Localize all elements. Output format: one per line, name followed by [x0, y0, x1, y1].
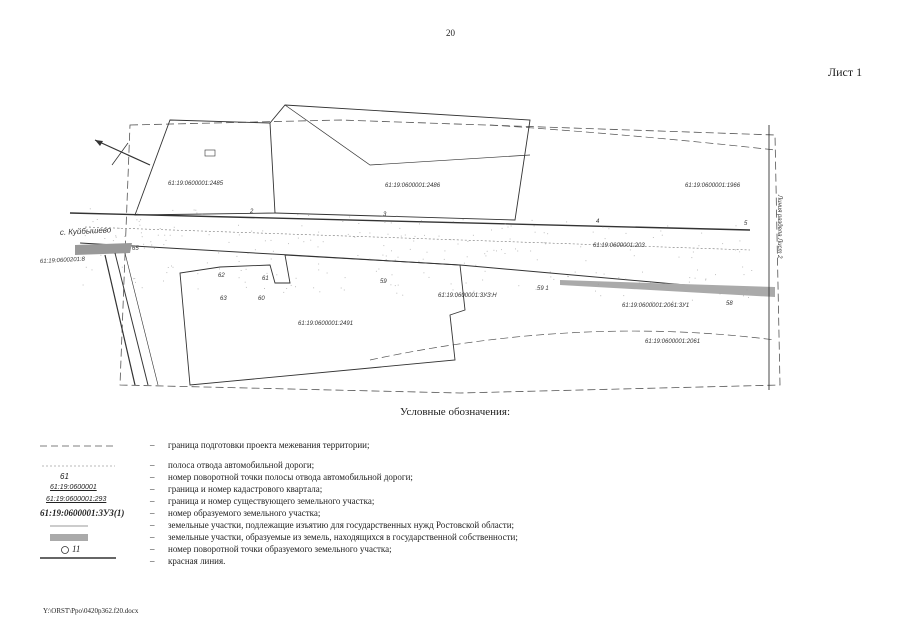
legend-text-9: номер поворотной точки образуемого земел…: [168, 544, 392, 554]
legend-row-road-strip: – полоса отвода автомобильной дороги;: [40, 460, 640, 472]
point-60: 60: [258, 296, 265, 302]
point-63: 63: [220, 296, 227, 302]
legend-text-4: граница и номер кадастрового квартала;: [168, 484, 323, 494]
legend-row-red-line: – красная линия.: [40, 556, 640, 568]
vertical-street-c: [124, 252, 159, 386]
gray-fill-strip: [560, 280, 775, 297]
terrain-speckle: [80, 208, 753, 304]
quarter-boundary-lower: [369, 330, 776, 361]
legend-text-8: земельные участки, образуемые из земель,…: [168, 532, 518, 542]
symbol-red-line: [40, 557, 116, 559]
page-number: 20: [446, 28, 455, 38]
legend-row-state: – земельные участки, образуемые из земел…: [40, 532, 640, 544]
symbol-road-point: 61: [60, 472, 69, 481]
project-boundary: [119, 119, 781, 394]
parcel-label-2491: 61:19:0600001:2491: [298, 321, 353, 327]
vertical-street-a: [104, 254, 136, 386]
point-5: 5: [744, 221, 748, 227]
parcel-2485-outline: [134, 119, 276, 216]
legend-dash: –: [150, 520, 155, 530]
parcel-2491-outline: [179, 254, 466, 386]
legend-text-3: номер поворотной точки полосы отвода авт…: [168, 472, 413, 482]
parcel-label-3u3: 61:19:0600001:3УЗ:Н: [438, 293, 497, 299]
legend-row-new-point: 11 – номер поворотной точки образуемого …: [40, 544, 640, 556]
legend-dash: –: [150, 484, 155, 494]
point-2: 2: [249, 209, 254, 215]
legend-dash: –: [150, 440, 155, 450]
parcel-label-203: 61:19:0600001:203: [593, 243, 645, 249]
legend-title: Условные обозначения:: [400, 406, 511, 418]
north-arrow-line: [94, 139, 151, 166]
parcel-2486-outline: [269, 104, 531, 221]
legend-dash: –: [150, 532, 155, 542]
legend-text-2: полоса отвода автомобильной дороги;: [168, 460, 315, 470]
road-center-line: [84, 226, 751, 251]
symbol-parcel: 61:19:0600001:293: [46, 496, 107, 503]
point-61: 61: [262, 276, 269, 282]
legend-text-6: номер образуемого земельного участка;: [168, 508, 321, 518]
symbol-road-strip: [42, 465, 115, 467]
legend-row-parcel: 61:19:0600001:293 – граница и номер суще…: [40, 496, 640, 508]
point-3: 3: [383, 212, 387, 218]
symbol-dashed-boundary: [40, 445, 115, 447]
road-top-line: [69, 212, 751, 231]
legend-text-7: земельные участки, подлежащие изъятию дл…: [168, 520, 515, 530]
symbol-new-point-circle: [61, 546, 69, 554]
parcel-label-1966: 61:19:0600001:1966: [685, 183, 741, 189]
sheet-label: Лист 1: [828, 65, 863, 79]
legend-row-taken: – земельные участки, подлежащие изъятию …: [40, 520, 640, 532]
legend-text-10: красная линия.: [168, 556, 226, 566]
point-58: 58: [726, 301, 733, 307]
point-59: 59: [380, 279, 387, 285]
small-building: [204, 149, 216, 157]
legend-dash: –: [150, 556, 155, 566]
legend-row-road-point: 61 – номер поворотной точки полосы отвод…: [40, 472, 640, 484]
cadastral-plan: 61:19:0600001:2485 61:19:0600001:2486 61…: [40, 104, 782, 394]
legend-row-new-parcel: 61:19:0600001:3УЗ(1) – номер образуемого…: [40, 508, 640, 520]
legend-dash: –: [150, 508, 155, 518]
parcel-2486-notch: [284, 104, 531, 166]
sheet-division-note: Линия раздела Лист 2: [776, 194, 782, 259]
point-59-1: 59 1: [537, 286, 549, 292]
vertical-street-b: [114, 252, 149, 386]
symbol-new-parcel: 61:19:0600001:3УЗ(1): [40, 508, 125, 518]
legend-row-quarter: 61:19:0600001 – граница и номер кадастро…: [40, 484, 640, 496]
legend-text-5: граница и номер существующего земельного…: [168, 496, 375, 506]
parcel-label-2485: 61:19:0600001:2485: [168, 181, 224, 187]
legend-dash: –: [150, 544, 155, 554]
point-62: 62: [218, 273, 225, 279]
symbol-state-land: [50, 534, 88, 541]
north-arrow-cross: [111, 142, 129, 166]
legend-text-1: граница подготовки проекта межевания тер…: [168, 440, 370, 450]
parcel-label-2061: 61:19:0600001:2061: [645, 339, 700, 345]
symbol-taken: [50, 525, 88, 527]
block-label: 61:19:0600201:8: [40, 257, 86, 265]
legend-dash: –: [150, 460, 155, 470]
road-left-stub: [75, 243, 132, 255]
legend-dash: –: [150, 496, 155, 506]
symbol-quarter: 61:19:0600001: [50, 484, 97, 491]
parcel-label-2061-3u1: 61:19:0600001:2061:3У1: [622, 303, 689, 309]
road-bottom-line: [79, 242, 776, 294]
parcel-label-2486: 61:19:0600001:2486: [385, 183, 441, 189]
north-arrow-head: [95, 140, 103, 146]
legend-row-project-boundary: – граница подготовки проекта межевания т…: [40, 440, 640, 452]
legend-dash: –: [150, 472, 155, 482]
symbol-new-point: 11: [72, 544, 81, 554]
point-4: 4: [596, 219, 600, 225]
village-label: с. Куйбышево: [60, 225, 112, 237]
quarter-boundary-upper: [489, 124, 776, 151]
point-65: 65: [132, 246, 139, 252]
file-path: Y:\ORST\Ppo\0420p362.f20.docx: [43, 607, 139, 615]
